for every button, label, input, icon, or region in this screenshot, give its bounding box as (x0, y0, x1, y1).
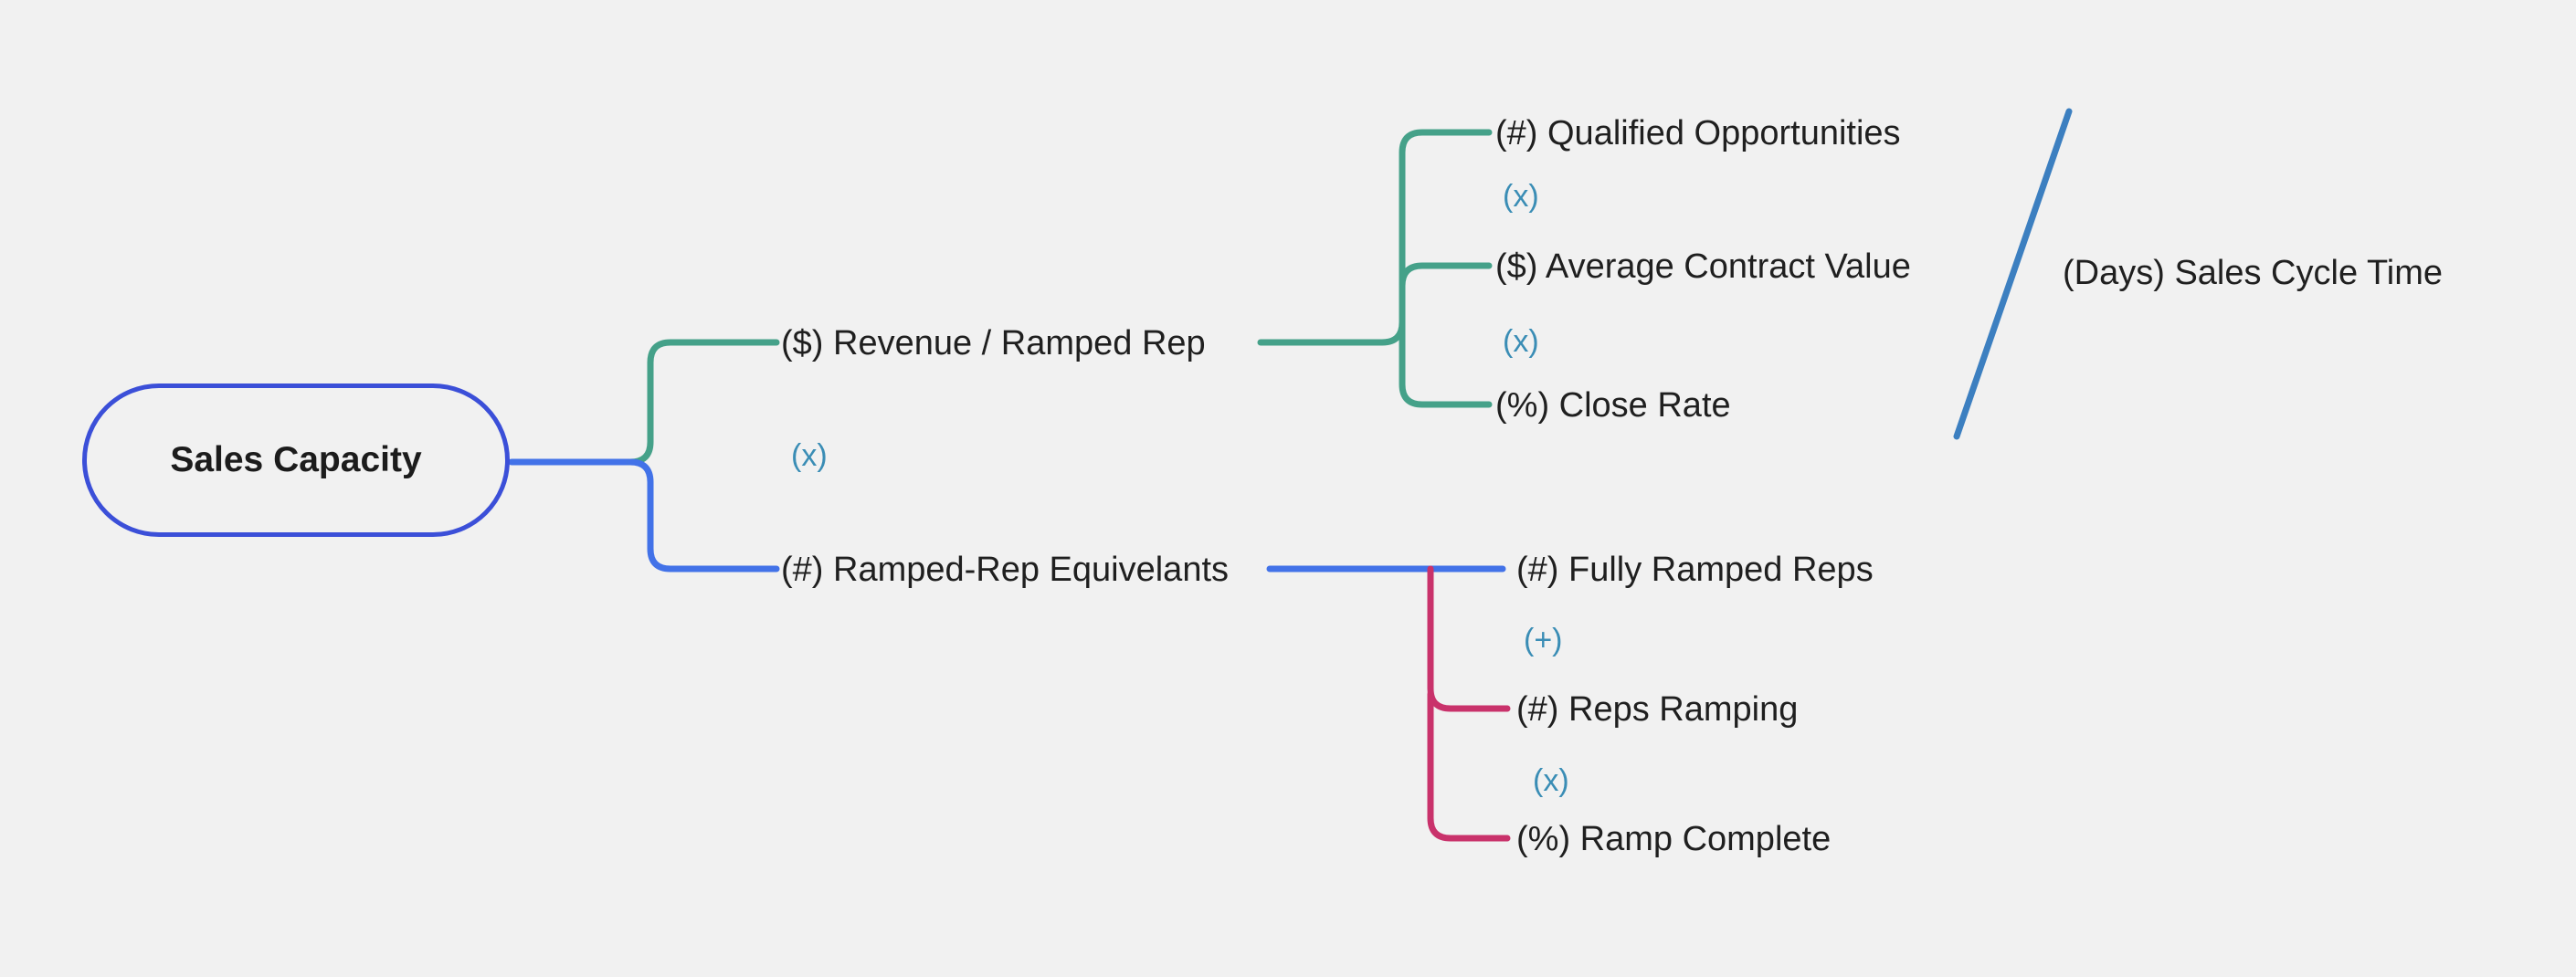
node-revenue-per-ramped-rep[interactable]: ($) Revenue / Ramped Rep (781, 324, 1206, 362)
node-reps-ramping[interactable]: (#) Reps Ramping (1516, 690, 1799, 729)
branch-average-contract-value (1399, 262, 1493, 346)
node-ramp-complete[interactable]: (%) Ramp Complete (1516, 820, 1832, 858)
branch-close-rate (1399, 339, 1493, 408)
operator-root-multiply: (x) (791, 438, 828, 473)
node-close-rate[interactable]: (%) Close Rate (1495, 386, 1731, 425)
branch-qualified-opportunities (1257, 129, 1493, 346)
node-qualified-opportunities[interactable]: (#) Qualified Opportunities (1495, 114, 1901, 152)
operator-green-multiply-2: (x) (1503, 324, 1539, 359)
operator-crimson-multiply: (x) (1533, 763, 1569, 798)
branch-reps-ramping (1427, 565, 1511, 712)
branch-ramp-complete (1427, 690, 1511, 842)
operator-crimson-plus: (+) (1524, 623, 1563, 657)
node-fully-ramped-reps[interactable]: (#) Fully Ramped Reps (1516, 551, 1874, 589)
root-node-label: Sales Capacity (170, 440, 422, 479)
branch-ramped-rep-equivelants (627, 458, 780, 573)
branch-revenue-per-ramped-rep (627, 339, 780, 466)
operator-green-multiply-1: (x) (1503, 179, 1539, 214)
node-ramped-rep-equivelants[interactable]: (#) Ramped-Rep Equivelants (781, 551, 1230, 589)
node-sales-cycle-time[interactable]: (Days) Sales Cycle Time (2063, 254, 2443, 292)
node-average-contract-value[interactable]: ($) Average Contract Value (1495, 247, 1911, 286)
root-node-sales-capacity[interactable]: Sales Capacity (82, 383, 510, 537)
divider-slash-icon (1953, 108, 2073, 440)
